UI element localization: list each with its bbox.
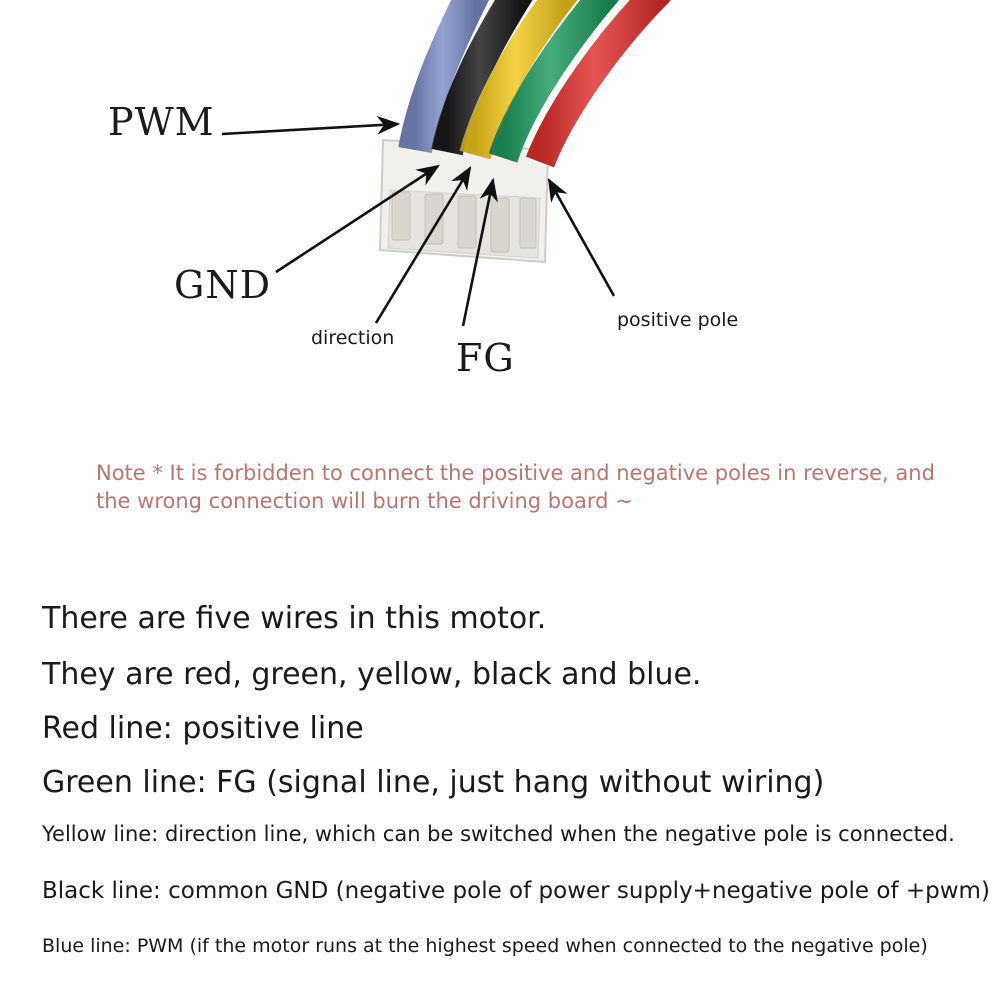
warning-note: Note * It is forbidden to connect the po…	[96, 461, 935, 513]
description-line-2: They are red, green, yellow, black and b…	[42, 657, 702, 692]
wires	[398, 0, 671, 168]
label-direction: direction	[311, 327, 395, 349]
arrow-direction	[374, 165, 472, 324]
pointer-arrows	[221, 115, 616, 327]
label-pwm: PWM	[108, 100, 215, 144]
description-line-7: Blue line: PWM (if the motor runs at the…	[42, 935, 928, 957]
label-positive-pole: positive pole	[617, 309, 739, 331]
wiring-diagram	[221, 0, 671, 327]
connector-pins	[391, 191, 537, 253]
arrow-fg	[461, 177, 498, 327]
arrow-positive	[547, 177, 616, 297]
label-fg: FG	[456, 336, 515, 380]
arrow-pwm	[221, 115, 401, 136]
connector-housing	[378, 138, 550, 264]
description-line-1: There are five wires in this motor.	[42, 601, 547, 636]
description-line-6: Black line: common GND (negative pole of…	[42, 878, 990, 904]
description-line-4: Green line: FG (signal line, just hang w…	[42, 765, 825, 800]
label-gnd: GND	[174, 263, 272, 307]
description-line-3: Red line: positive line	[42, 711, 364, 746]
description-line-5: Yellow line: direction line, which can b…	[42, 822, 955, 846]
arrow-gnd	[275, 164, 440, 274]
